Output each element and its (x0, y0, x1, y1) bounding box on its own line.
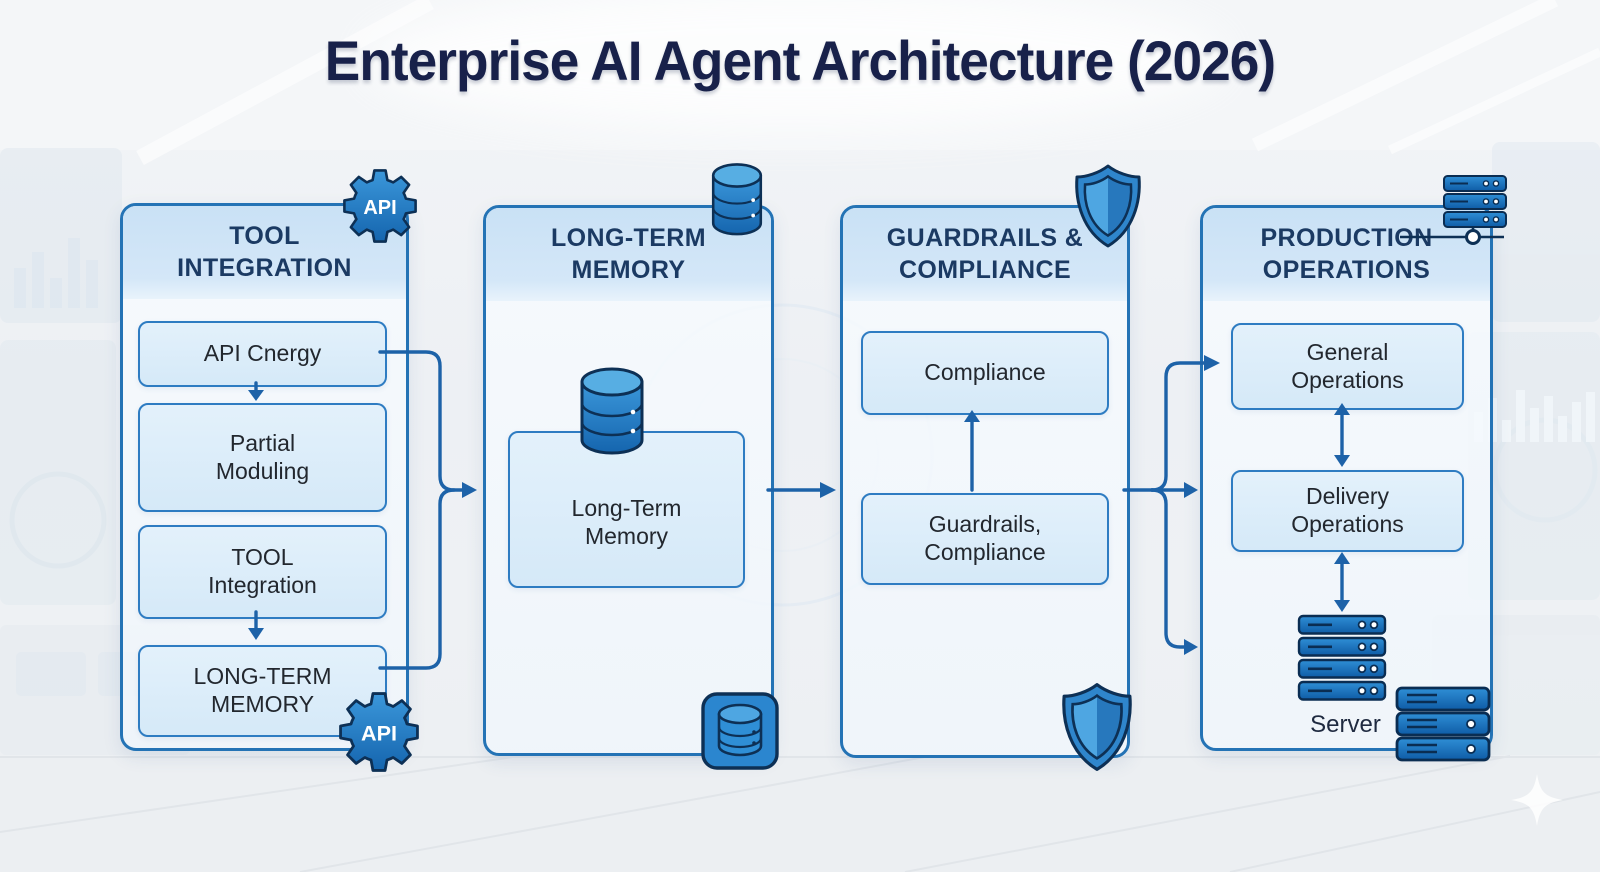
box-delivery-operations: Delivery Operations (1231, 470, 1464, 552)
panel-guardrails-compliance-header: GUARDRAILS & COMPLIANCE (843, 208, 1127, 301)
box-long-term-memory-main: Long-Term Memory (508, 431, 745, 588)
panel-production-operations: PRODUCTION OPERATIONS General Operations… (1200, 205, 1493, 751)
connector-arrowheads (248, 355, 1350, 655)
panel-tool-integration-header: TOOL INTEGRATION (123, 206, 406, 299)
panel-production-operations-header: PRODUCTION OPERATIONS (1203, 208, 1490, 301)
page-title: Enterprise AI Agent Architecture (2026) (324, 29, 1276, 92)
box-compliance: Compliance (861, 331, 1109, 415)
box-partial-moduling: Partial Moduling (138, 403, 387, 512)
box-general-operations: General Operations (1231, 323, 1464, 410)
panel-long-term-memory: LONG-TERM MEMORY Long-Term Memory (483, 205, 774, 756)
connector-lines (254, 350, 1344, 670)
panel-long-term-memory-header: LONG-TERM MEMORY (486, 208, 771, 301)
panel-tool-integration: TOOL INTEGRATION API Cnergy Partial Modu… (120, 203, 409, 751)
server-label: Server (1310, 711, 1381, 738)
sparkle-icon (1511, 774, 1563, 826)
panel-guardrails-compliance: GUARDRAILS & COMPLIANCE Compliance Guard… (840, 205, 1130, 758)
box-tool-integration: TOOL Integration (138, 525, 387, 619)
box-api-cnergy: API Cnergy (138, 321, 387, 387)
box-guardrails-compliance: Guardrails, Compliance (861, 493, 1109, 585)
box-long-term-memory: LONG-TERM MEMORY (138, 645, 387, 737)
